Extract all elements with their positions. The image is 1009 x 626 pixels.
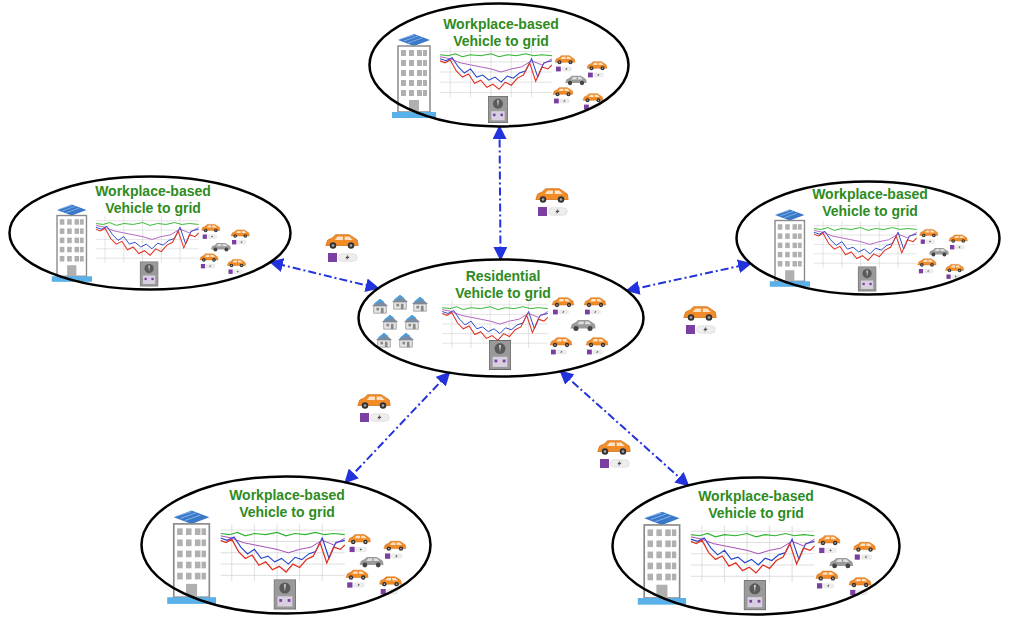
workplace-illustration bbox=[638, 512, 876, 610]
node-title: Workplace-based Vehicle to grid bbox=[681, 488, 831, 522]
bidirectional-connector bbox=[499, 126, 500, 259]
workplace-ellipse: Workplace-based Vehicle to grid bbox=[611, 476, 901, 616]
residential-illustration bbox=[372, 295, 608, 370]
bidirectional-connector bbox=[345, 373, 449, 483]
traveling-ev bbox=[326, 189, 716, 468]
workplace-ellipse: Workplace-based Vehicle to grid bbox=[8, 175, 292, 291]
workplace-illustration bbox=[167, 511, 406, 610]
residential-ellipse: Residential Vehicle to grid bbox=[357, 258, 645, 378]
workplace-ellipse: Workplace-based Vehicle to grid bbox=[735, 180, 1001, 296]
node-title: Workplace-based Vehicle to grid bbox=[78, 183, 228, 217]
node-title: Workplace-based Vehicle to grid bbox=[426, 16, 576, 50]
workplace-illustration bbox=[769, 209, 967, 291]
bidirectional-connector bbox=[560, 371, 688, 485]
workplace-ellipse: Workplace-based Vehicle to grid bbox=[140, 475, 432, 615]
workplace-illustration bbox=[51, 204, 249, 286]
node-title: Workplace-based Vehicle to grid bbox=[212, 487, 362, 521]
node-title: Workplace-based Vehicle to grid bbox=[795, 186, 945, 220]
workplace-ellipse: Workplace-based Vehicle to grid bbox=[368, 2, 630, 128]
bidirectional-connector bbox=[270, 262, 378, 288]
node-title: Residential Vehicle to grid bbox=[441, 268, 565, 302]
bidirectional-connector bbox=[627, 264, 751, 291]
